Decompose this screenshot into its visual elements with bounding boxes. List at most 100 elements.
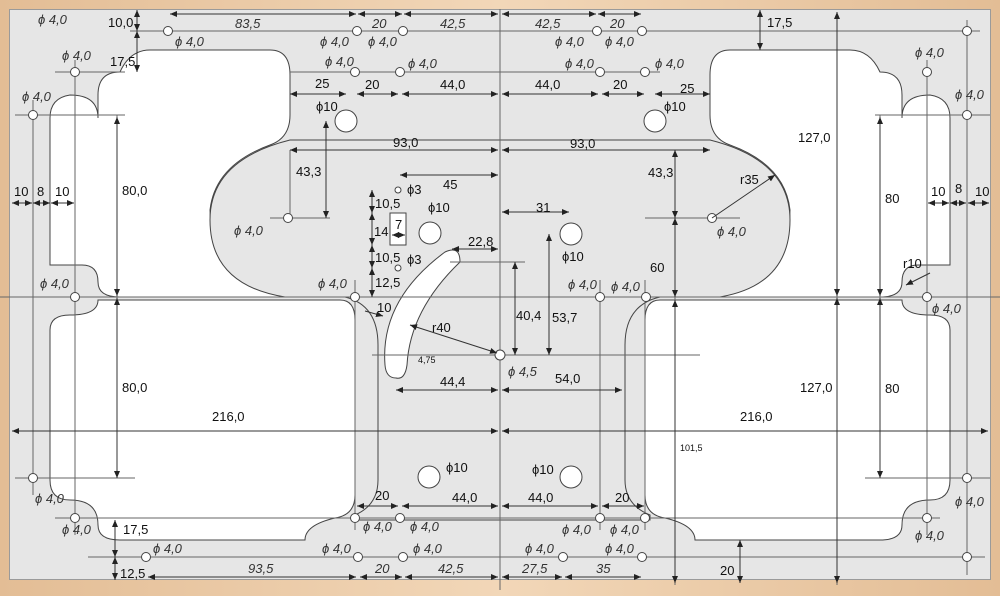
hole (637, 552, 647, 562)
hole-label: ϕ 4,0 (40, 276, 70, 291)
dim-44: 44,0 (535, 77, 560, 92)
hole (558, 552, 568, 562)
hole (70, 513, 80, 523)
dim-20: 20 (375, 488, 389, 503)
hole-label: ϕ 4,0 (35, 491, 65, 506)
dim-35: 35 (596, 561, 611, 576)
hole-label: ϕ 4,0 (605, 541, 635, 556)
hole (283, 213, 293, 223)
dim-127: 127,0 (798, 130, 831, 145)
hole (641, 292, 651, 302)
hole (595, 67, 605, 77)
dim-42-5: 42,5 (535, 16, 561, 31)
cutout-top-right (709, 49, 951, 298)
dim-80: 80 (885, 191, 899, 206)
dim-8: 8 (955, 181, 962, 196)
phi10-label: ϕ10 (446, 460, 468, 475)
hole-label: ϕ 4,0 (62, 48, 92, 63)
hole-label: ϕ 4,0 (234, 223, 264, 238)
hole-label: ϕ 4,0 (655, 56, 685, 71)
phi3-label: ϕ3 (407, 182, 422, 197)
dim-31: 31 (536, 200, 550, 215)
dim-20: 20 (609, 16, 625, 31)
dim-60: 60 (650, 260, 664, 275)
hole-label: ϕ 4,0 (38, 12, 68, 27)
slot-width-10: 10 (377, 300, 391, 315)
hole (395, 67, 405, 77)
dim-44-4: 44,4 (440, 374, 465, 389)
hole (70, 292, 80, 302)
hole-label: ϕ 4,0 (932, 301, 962, 316)
dim-44: 44,0 (528, 490, 553, 505)
hole (353, 552, 363, 562)
phi10-label: ϕ10 (664, 99, 686, 114)
dim-17-5: 17,5 (110, 54, 135, 69)
hole-label: ϕ 4,0 (413, 541, 443, 556)
hole (350, 67, 360, 77)
dim-10: 10 (931, 184, 945, 199)
hole (962, 26, 972, 36)
dim-25: 25 (680, 81, 694, 96)
hole-10 (334, 109, 358, 133)
dim-101-5: 101,5 (680, 443, 703, 453)
cutout-top-left (49, 49, 291, 298)
hole-label: ϕ 4,0 (322, 541, 352, 556)
r35-leader (711, 174, 776, 219)
dim-40-4: 40,4 (516, 308, 541, 323)
labels: ϕ 4,0 10,0 83,5 20 42,5 42,5 20 ϕ 4,0 ϕ … (14, 12, 989, 581)
hole (595, 513, 605, 523)
hole-3 (394, 186, 402, 194)
dim-20: 20 (371, 16, 387, 31)
r40-label: r40 (432, 320, 451, 335)
phi10-label: ϕ10 (532, 462, 554, 477)
dim-10-5: 10,5 (375, 250, 400, 265)
dim-83-5: 83,5 (235, 16, 261, 31)
hole-label: ϕ 4,0 (363, 519, 393, 534)
r10-label: r10 (903, 256, 922, 271)
hole-label: ϕ 4,0 (175, 34, 205, 49)
hole (398, 552, 408, 562)
hole-label: ϕ 4,0 (955, 87, 985, 102)
hole (640, 513, 650, 523)
hole-label: ϕ 4,0 (915, 45, 945, 60)
dim-8: 8 (37, 184, 44, 199)
dim-10-5: 10,5 (375, 196, 400, 211)
hole-label: ϕ 4,0 (717, 224, 747, 239)
dim-20: 20 (374, 561, 390, 576)
hole (637, 26, 647, 36)
phi10-label: ϕ10 (316, 99, 338, 114)
hole (922, 292, 932, 302)
slot-width-leader (364, 310, 384, 318)
hole (395, 513, 405, 523)
hole-label: ϕ 4,0 (611, 279, 641, 294)
arc-slot (384, 249, 461, 379)
hole-10 (418, 221, 442, 245)
hole-label: ϕ 4,0 (22, 89, 52, 104)
dim-27-5: 27,5 (521, 561, 548, 576)
hole-label: ϕ 4,0 (325, 54, 355, 69)
hole (350, 513, 360, 523)
phi3-label: ϕ3 (407, 252, 422, 267)
hole (352, 26, 362, 36)
hole-label: ϕ 4,0 (525, 541, 555, 556)
hole-label: ϕ 4,0 (410, 519, 440, 534)
hole-label: ϕ 4,0 (153, 541, 183, 556)
dim-14: 14 (374, 224, 388, 239)
dim-93-5: 93,5 (248, 561, 274, 576)
dim-43-3: 43,3 (296, 164, 321, 179)
dim-25: 25 (315, 76, 329, 91)
hole (962, 110, 972, 120)
phi10-label: ϕ10 (562, 249, 584, 264)
dim-20: 20 (613, 77, 627, 92)
hole (962, 473, 972, 483)
cutout-bottom-right (644, 299, 951, 541)
dim-53-7: 53,7 (552, 310, 577, 325)
dimension-lines (12, 10, 989, 583)
hole-label: ϕ 4,0 (318, 276, 348, 291)
dim-22-8: 22,8 (468, 234, 493, 249)
dim-17-5: 17,5 (123, 522, 148, 537)
hole-label: ϕ 4,0 (955, 494, 985, 509)
hole-3 (394, 264, 402, 272)
dim-80: 80,0 (122, 183, 147, 198)
